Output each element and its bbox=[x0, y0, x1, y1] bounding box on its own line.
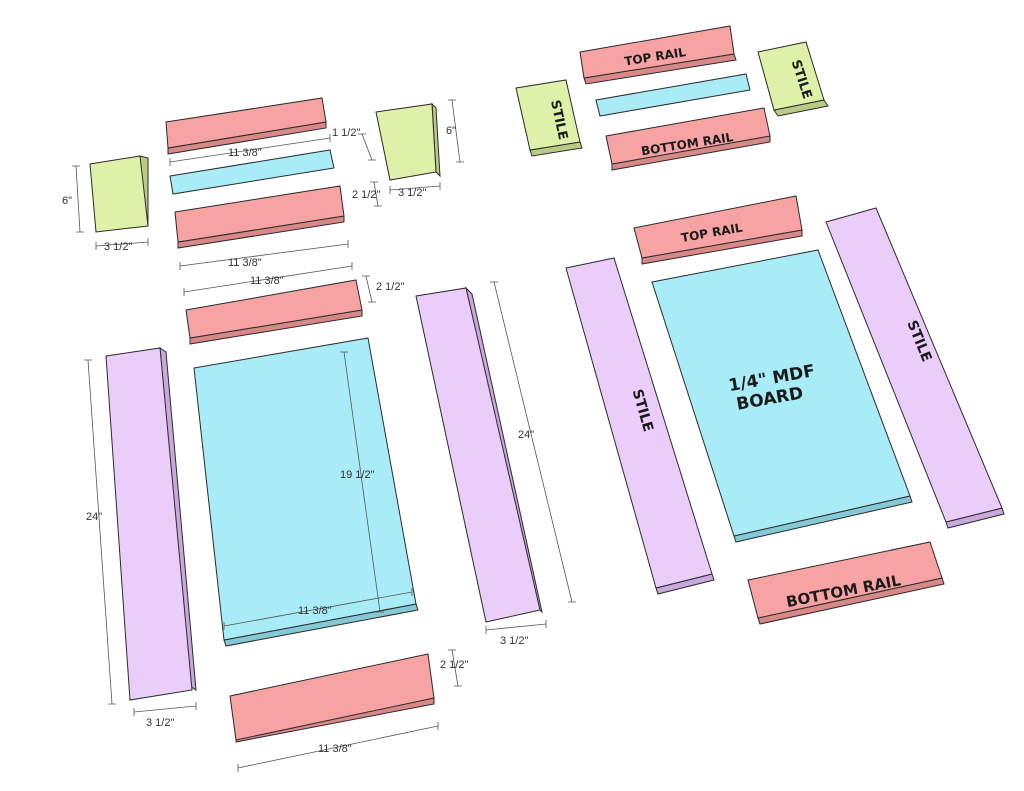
large-bottom-rail bbox=[229, 653, 435, 741]
small-bottom-rail-width-label: 2 1/2" bbox=[352, 189, 380, 201]
small-right-stile-width-label: 3 1/2" bbox=[398, 187, 426, 199]
large-left-stile-height-label: 24" bbox=[86, 511, 102, 523]
large-panel-height-dim bbox=[340, 351, 384, 613]
large-top-rail-length-label: 11 3/8" bbox=[250, 275, 284, 287]
small-top-rail-length-dim bbox=[169, 134, 331, 166]
large-top-rail bbox=[185, 279, 363, 339]
right-small-door: TOP RAIL BOTTOM RAIL STILE STILE bbox=[515, 25, 829, 171]
small-right-stile bbox=[375, 103, 437, 181]
large-bottom-rail-width-label: 2 1/2" bbox=[440, 659, 468, 671]
left-small-door: 11 3/8" 1 1/2" 2 1/2" 11 3/8" 6" 3 1/2" … bbox=[62, 97, 464, 270]
r-large-bottom-rail bbox=[747, 541, 943, 619]
small-left-stile-width-label: 3 1/2" bbox=[104, 241, 132, 253]
r-large-panel bbox=[651, 249, 911, 537]
small-right-stile-height-label: 6" bbox=[446, 125, 456, 137]
large-top-rail-length-dim bbox=[183, 262, 353, 296]
large-top-rail-width-label: 2 1/2" bbox=[376, 281, 404, 293]
small-right-stile-height-dim bbox=[448, 99, 464, 163]
small-bottom-rail bbox=[174, 185, 345, 243]
large-right-stile-width-label: 3 1/2" bbox=[500, 635, 528, 647]
small-left-stile-width-dim bbox=[95, 238, 149, 250]
small-top-rail-width-dim bbox=[358, 133, 376, 161]
small-bottom-rail-length-dim bbox=[179, 240, 349, 270]
large-left-stile-width-label: 3 1/2" bbox=[146, 717, 174, 729]
small-left-stile bbox=[89, 155, 149, 233]
small-bottom-rail-width-dim bbox=[370, 181, 382, 207]
small-right-stile-width-dim bbox=[389, 182, 441, 194]
large-left-stile-width-dim bbox=[133, 702, 197, 716]
r-large-right-stile bbox=[825, 207, 1003, 523]
r-large-top-rail bbox=[633, 195, 803, 259]
small-panel-strip bbox=[169, 149, 335, 195]
large-panel-width-label: 11 3/8" bbox=[298, 605, 332, 617]
r-small-bottom-rail bbox=[605, 107, 771, 165]
large-right-stile-width-dim bbox=[485, 620, 547, 634]
small-bottom-rail-length-label: 11 3/8" bbox=[228, 257, 262, 269]
large-bottom-rail-length-label: 11 3/8" bbox=[318, 743, 352, 755]
r-small-panel-strip bbox=[595, 73, 751, 117]
left-large-door: 11 3/8" 2 1/2" 24" 3 1/2" 19 1/2" 11 3/8… bbox=[84, 262, 576, 772]
small-left-stile-height-label: 6" bbox=[62, 195, 72, 207]
large-right-stile-height-label: 24" bbox=[518, 429, 534, 441]
large-panel bbox=[193, 337, 417, 641]
r-small-right-stile bbox=[757, 41, 825, 111]
right-large-door: TOP RAIL STILE 1/4" MDF BOARD STILE BOTT… bbox=[565, 195, 1005, 625]
r-small-top-rail bbox=[579, 25, 735, 79]
small-top-rail bbox=[165, 97, 327, 149]
r-small-left-stile bbox=[515, 79, 581, 151]
small-top-rail-width-label: 1 1/2" bbox=[332, 127, 360, 139]
small-top-rail-length-label: 11 3/8" bbox=[228, 147, 262, 159]
large-right-stile-height-dim bbox=[490, 281, 576, 603]
large-bottom-rail-length-dim bbox=[237, 722, 439, 772]
large-left-stile-height-dim bbox=[84, 359, 116, 705]
r-large-left-stile bbox=[565, 257, 713, 589]
large-right-stile bbox=[415, 287, 541, 623]
large-panel-width-dim bbox=[223, 588, 413, 630]
small-left-stile-height-dim bbox=[72, 165, 84, 233]
large-panel-height-label: 19 1/2" bbox=[340, 469, 375, 481]
large-top-rail-width-dim bbox=[362, 275, 376, 303]
large-bottom-rail-width-dim bbox=[448, 649, 462, 687]
large-left-stile bbox=[105, 347, 193, 701]
